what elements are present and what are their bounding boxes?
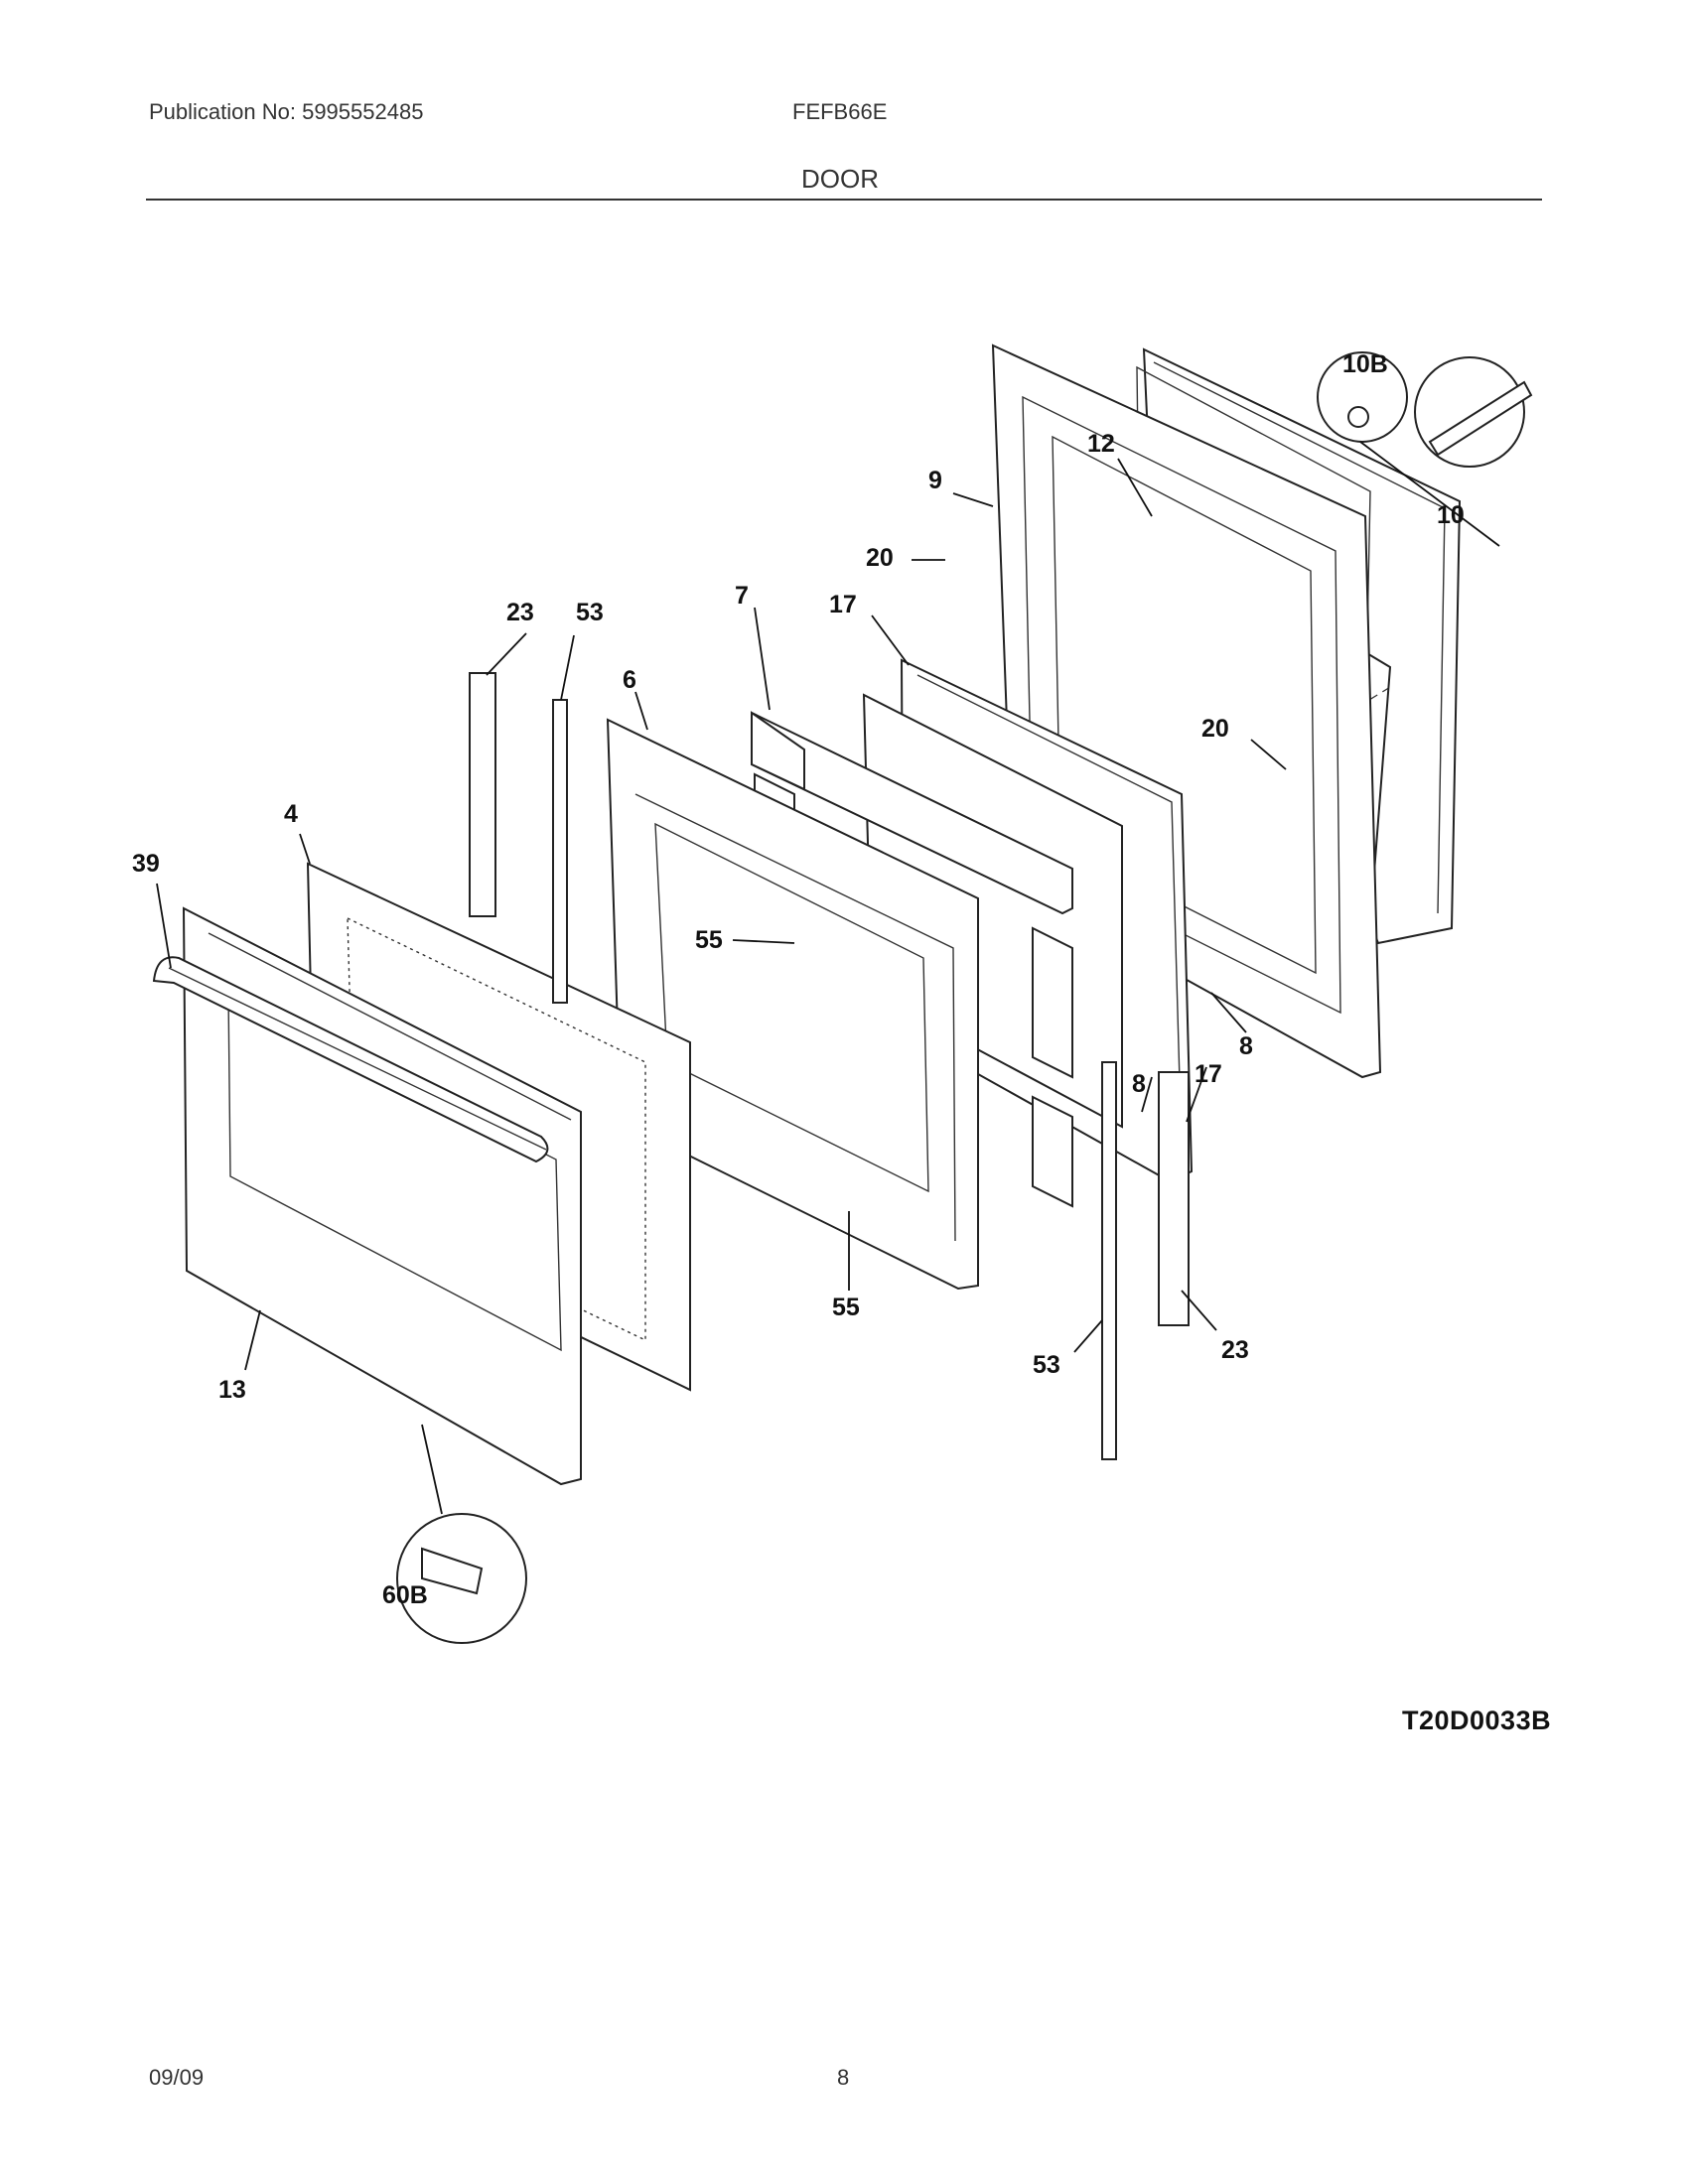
callout-20-top: 20 xyxy=(866,544,894,572)
door-handle xyxy=(152,956,549,1163)
callout-10: 10 xyxy=(1437,501,1465,529)
diagram-code: T20D0033B xyxy=(1402,1706,1552,1735)
header-rule xyxy=(146,199,1542,201)
callout-6: 6 xyxy=(623,666,636,694)
callout-12: 12 xyxy=(1087,430,1115,458)
callout-55-bottom: 55 xyxy=(832,1294,860,1321)
callout-53-right: 53 xyxy=(1033,1351,1060,1379)
model-number: FEFB66E xyxy=(792,99,888,124)
callout-17-top: 17 xyxy=(829,591,857,618)
screw-detail-circle xyxy=(1414,356,1525,468)
leader-lines xyxy=(156,441,1500,1515)
callout-23-left: 23 xyxy=(506,599,534,626)
hinge-left xyxy=(469,672,496,917)
callout-10b: 10B xyxy=(1342,350,1388,378)
callout-55-top: 55 xyxy=(695,926,723,954)
washer-icon xyxy=(1347,406,1369,428)
callout-17-bottom: 17 xyxy=(1195,1060,1222,1088)
footer-date: 09/09 xyxy=(149,2065,205,2090)
hinge-right xyxy=(1158,1071,1190,1326)
publication-number: Publication No: 5995552485 xyxy=(149,99,424,124)
callout-60b: 60B xyxy=(382,1581,428,1609)
callout-20-right: 20 xyxy=(1201,715,1229,743)
side-trim-left xyxy=(552,699,568,1004)
callout-23-right: 23 xyxy=(1221,1336,1249,1364)
screw-icon xyxy=(1428,380,1533,457)
callout-8-bottom: 8 xyxy=(1132,1070,1146,1098)
callout-8-right: 8 xyxy=(1239,1032,1253,1060)
page-number: 8 xyxy=(837,2065,850,2090)
side-trim-right xyxy=(1101,1061,1117,1460)
section-title: DOOR xyxy=(801,164,879,194)
screw-60b-icon xyxy=(421,1547,484,1595)
callout-13: 13 xyxy=(218,1376,246,1404)
callout-9: 9 xyxy=(928,467,942,494)
callout-39: 39 xyxy=(132,850,160,878)
callout-53-left: 53 xyxy=(576,599,604,626)
washer-detail-circle xyxy=(1317,351,1408,443)
callout-4: 4 xyxy=(284,800,298,828)
callout-7: 7 xyxy=(735,582,749,610)
